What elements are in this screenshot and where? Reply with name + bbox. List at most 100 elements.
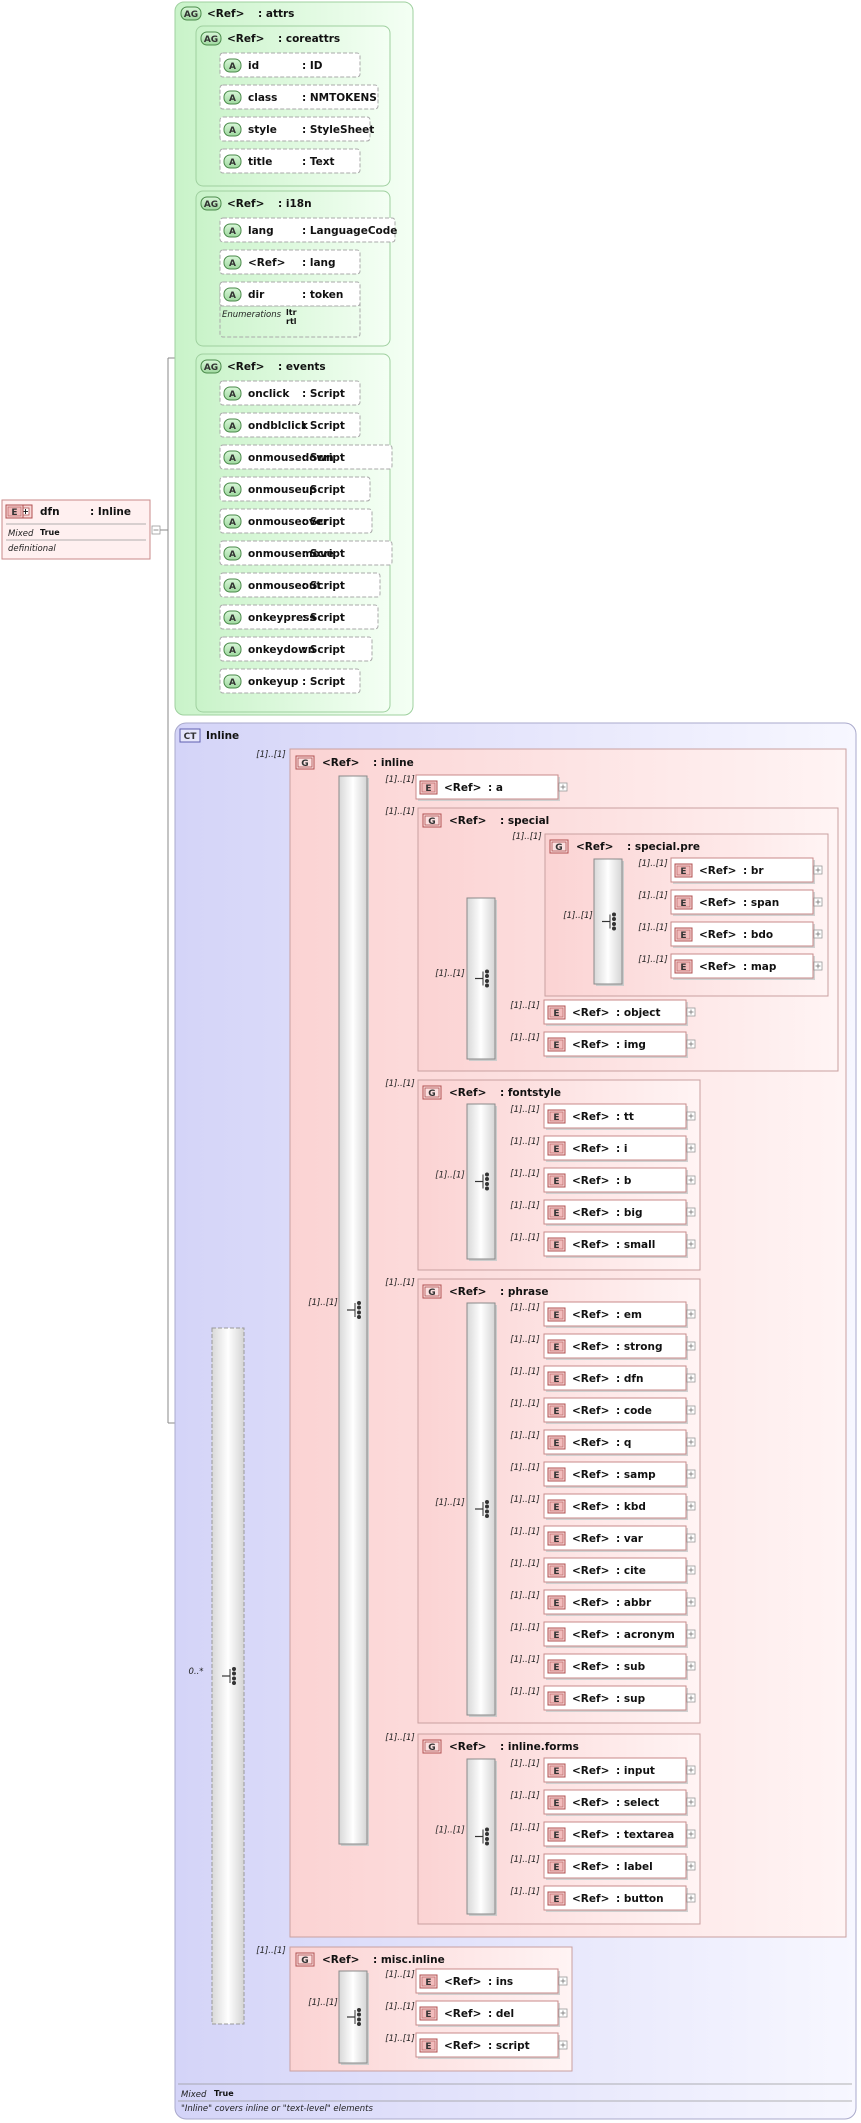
- ct-note: "Inline" covers inline or "text-level" e…: [181, 2104, 373, 2114]
- element-icon: E: [547, 1659, 566, 1674]
- element-icon-letter: E: [11, 508, 17, 518]
- element-i: <Ref>: i: [543, 1135, 696, 1162]
- element-name-label: : q: [616, 1437, 631, 1449]
- element-box-frame: [543, 1365, 687, 1391]
- group-icon-frame: [295, 755, 315, 770]
- attribute-name: onkeyup: [248, 676, 299, 688]
- attribute-type: : Script: [302, 388, 345, 400]
- attribute-icon-frame: [223, 122, 242, 137]
- element-name-label: : dfn: [616, 1373, 643, 1385]
- element-ref-label: <Ref>: [572, 1501, 609, 1513]
- special-ref: <Ref>: [449, 815, 486, 827]
- element-icon-letter: E: [553, 1471, 559, 1481]
- fontstyle-sequence: [466, 1103, 497, 1261]
- card-label: [1]..[1]: [510, 1463, 539, 1473]
- element-icon-inner: [676, 929, 691, 940]
- attrs-group-icon: AG: [180, 6, 202, 21]
- card-label: [1]..[1]: [308, 1298, 337, 1308]
- complex-type-name: Inline: [206, 730, 239, 742]
- group-icon-letter: G: [428, 1089, 435, 1099]
- element-icon-letter: E: [553, 1831, 559, 1841]
- element-name-label: : small: [616, 1239, 655, 1251]
- attribute-group-icon-letter: AG: [204, 35, 218, 45]
- element-icon: E: [547, 1307, 566, 1322]
- element-icon-inner: [549, 1661, 564, 1672]
- attribute-box-frame: [219, 476, 371, 502]
- element-icon-letter: E: [553, 1439, 559, 1449]
- element-ref-label: <Ref>: [572, 1693, 609, 1705]
- attribute-icon-frame: [223, 154, 242, 169]
- attribute-group-icon-frame: [200, 196, 222, 211]
- card-label: [1]..[1]: [510, 1759, 539, 1769]
- element-map: <Ref>: map: [670, 953, 823, 980]
- element-name-label: : map: [743, 961, 777, 973]
- phrase-group-icon: G: [422, 1284, 442, 1299]
- root-element-icon: E: [5, 504, 24, 519]
- attribute-icon-letter: A: [229, 158, 236, 168]
- element-box-frame: [543, 1167, 687, 1193]
- card-label: [1]..[1]: [385, 807, 414, 817]
- complex-type-icon-letter: CT: [184, 732, 198, 742]
- phrase-sequence: [466, 1302, 497, 1717]
- element-ref-label: <Ref>: [699, 865, 736, 877]
- element-icon: E: [547, 1627, 566, 1642]
- sequence-icon-dot: [612, 917, 616, 921]
- choice-compositor: 0..*: [188, 1327, 245, 2025]
- element-icon-letter: E: [680, 867, 686, 877]
- element-name-label: : input: [616, 1765, 655, 1777]
- attribute-box-frame: [219, 572, 381, 598]
- element-icon-letter: E: [553, 1799, 559, 1809]
- element-box-frame: [543, 1461, 687, 1487]
- root-mixed-value: True: [40, 528, 60, 537]
- sequence-icon-dot: [612, 926, 616, 931]
- element-icon-inner: [421, 2040, 436, 2051]
- attribute-box-frame: [219, 217, 396, 243]
- card-label: [1]..[1]: [510, 1431, 539, 1441]
- attribute-box-frame: [219, 412, 361, 438]
- choice-icon-dot: [232, 1676, 236, 1681]
- attribute-onmouseup: onmouseup: Script: [219, 476, 371, 502]
- element-abbr: <Ref>: abbr: [543, 1589, 696, 1616]
- attribute-icon-letter: A: [229, 422, 236, 432]
- special-pre-ref: <Ref>: [576, 841, 613, 853]
- attribute-icon-frame: [223, 386, 242, 401]
- choice-icon-dot: [232, 1671, 236, 1676]
- element-ref-label: <Ref>: [572, 1661, 609, 1673]
- sequence-icon-dot: [485, 1837, 489, 1841]
- element-icon-inner: [549, 1565, 564, 1576]
- element-icon-letter: E: [553, 1177, 559, 1187]
- card-label: [1]..[1]: [256, 1946, 285, 1956]
- element-ref-label: <Ref>: [444, 782, 481, 794]
- group-icon-inner: [424, 1286, 440, 1297]
- group-icon-inner: [424, 1087, 440, 1098]
- attribute-icon: A: [223, 122, 242, 137]
- attribute-icon-letter: A: [229, 614, 236, 624]
- enum-value: rtl: [286, 317, 297, 326]
- element-ref-label: <Ref>: [699, 929, 736, 941]
- element-box-frame: [415, 2032, 559, 2058]
- element-ref-label: <Ref>: [572, 1039, 609, 1051]
- sequence-icon-dot: [357, 2012, 361, 2017]
- card-label: [1]..[1]: [435, 1826, 464, 1836]
- element-box-frame: [543, 1853, 687, 1879]
- element-name-label: : b: [616, 1175, 632, 1187]
- card-label: [1]..[1]: [510, 1527, 539, 1537]
- card-label: [1]..[1]: [510, 1137, 539, 1147]
- attribute-icon-letter: A: [229, 390, 236, 400]
- element-icon-letter: E: [425, 2042, 431, 2052]
- attribute-type: : Script: [302, 612, 345, 624]
- attribute-ondblclick: ondblclick: Script: [219, 412, 361, 438]
- attribute-box-frame: [219, 636, 373, 662]
- element-ref-label: <Ref>: [572, 1007, 609, 1019]
- card-label: [1]..[1]: [638, 923, 667, 933]
- card-label: [1]..[1]: [510, 1687, 539, 1697]
- element-q: <Ref>: q: [543, 1429, 696, 1456]
- element-name-label: : big: [616, 1207, 643, 1219]
- group-icon-inner: [297, 1954, 313, 1965]
- attribute-onmousemove: onmousemove: Script: [219, 540, 393, 566]
- element-box-frame: [415, 774, 559, 800]
- sequence-icon-dot: [357, 2022, 361, 2026]
- element-strong: <Ref>: strong: [543, 1333, 696, 1360]
- attribute-box-frame: [219, 380, 361, 406]
- element-box-frame: [543, 1653, 687, 1679]
